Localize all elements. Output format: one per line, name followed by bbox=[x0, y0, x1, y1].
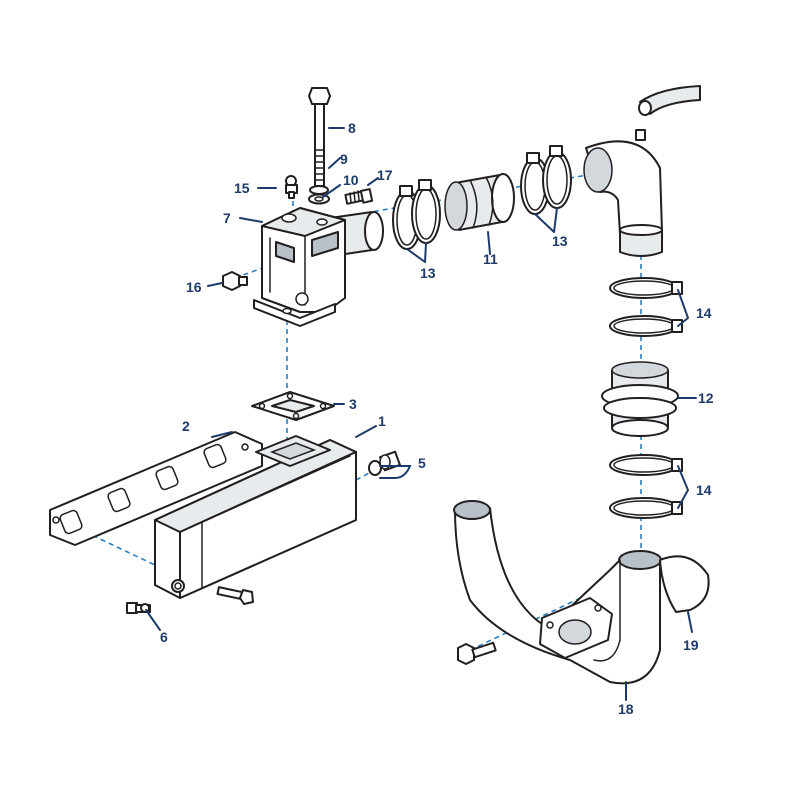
callout-19: 19 bbox=[683, 637, 699, 653]
callout-9: 9 bbox=[340, 151, 348, 167]
callout-3: 3 bbox=[349, 396, 357, 412]
callout-17: 17 bbox=[377, 167, 393, 183]
callout-16: 16 bbox=[186, 279, 202, 295]
part-2-manifold-gasket[interactable] bbox=[49, 431, 263, 546]
part-18-exhaust-pipe[interactable] bbox=[453, 500, 662, 685]
callout-1: 1 bbox=[378, 413, 386, 429]
part-10-washer[interactable] bbox=[308, 193, 330, 205]
part-5-end-plug[interactable] bbox=[368, 450, 401, 476]
callout-13-left: 13 bbox=[420, 265, 436, 281]
part-16-drain-plug[interactable] bbox=[222, 271, 248, 291]
manifold-bolt[interactable] bbox=[216, 586, 254, 605]
part-7-exhaust-elbow[interactable] bbox=[253, 207, 384, 327]
part-13-hose-clamp-pair-right[interactable] bbox=[520, 145, 572, 215]
callout-11: 11 bbox=[483, 251, 498, 267]
part-12-exhaust-bellows[interactable] bbox=[601, 361, 679, 437]
callout-6: 6 bbox=[160, 629, 168, 645]
part-8-stud-bolt[interactable] bbox=[308, 87, 331, 187]
callout-13-right: 13 bbox=[552, 233, 568, 249]
callout-8: 8 bbox=[348, 120, 356, 136]
part-11-exhaust-hose[interactable] bbox=[444, 173, 515, 231]
part-14-hose-clamp-pair-upper[interactable] bbox=[609, 277, 683, 337]
upper-exhaust-elbow[interactable] bbox=[583, 129, 663, 257]
callout-5: 5 bbox=[418, 455, 426, 471]
top-water-hose[interactable] bbox=[638, 85, 701, 116]
callout-numbers: 1 2 3 5 6 7 8 9 10 11 12 13 13 14 14 15 … bbox=[160, 120, 714, 717]
part-19-exhaust-flapper[interactable] bbox=[659, 555, 710, 613]
part-9-lock-washer[interactable] bbox=[309, 185, 329, 195]
callout-18: 18 bbox=[618, 701, 634, 717]
callout-7: 7 bbox=[223, 210, 231, 226]
part-15-grease-fitting[interactable] bbox=[285, 175, 298, 199]
part-17-drain-fitting[interactable] bbox=[344, 188, 374, 205]
callout-15: 15 bbox=[234, 180, 250, 196]
callout-leader-lines bbox=[145, 127, 697, 701]
callout-14-lower: 14 bbox=[696, 482, 712, 498]
part-6-elbow-fitting[interactable] bbox=[126, 602, 151, 614]
callout-12: 12 bbox=[698, 390, 714, 406]
part-14-hose-clamp-pair-lower[interactable] bbox=[609, 454, 683, 519]
part-1-exhaust-manifold[interactable] bbox=[154, 435, 357, 599]
callout-10: 10 bbox=[343, 172, 359, 188]
part-13-hose-clamp-pair-left[interactable] bbox=[392, 179, 441, 250]
callout-2: 2 bbox=[182, 418, 190, 434]
callout-14-upper: 14 bbox=[696, 305, 712, 321]
exhaust-pipe-bolt[interactable] bbox=[457, 641, 497, 665]
part-3-gasket[interactable] bbox=[251, 391, 335, 421]
